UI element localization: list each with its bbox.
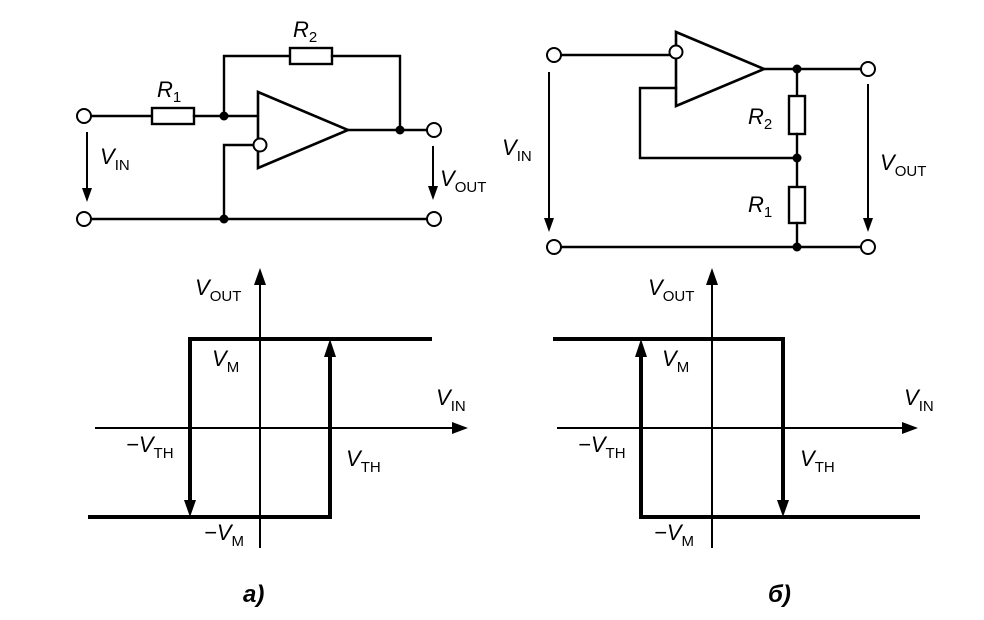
resistor-r2 bbox=[787, 94, 807, 136]
input-terminal bbox=[76, 108, 92, 124]
label-vth: VTH bbox=[346, 446, 381, 476]
label-neg-vth: −VTH bbox=[578, 432, 626, 462]
graph-a: VOUT VIN VM −VM −VTH VTH а) bbox=[88, 268, 468, 608]
circuit-a: R1 R2 VIN VOUT bbox=[76, 17, 486, 227]
junction-dot bbox=[792, 153, 802, 163]
resistor-r1 bbox=[787, 185, 807, 225]
label-vin: VIN bbox=[904, 385, 934, 415]
label-vm: VM bbox=[212, 346, 239, 376]
label-vin: VIN bbox=[502, 135, 532, 165]
arrow-head-icon bbox=[863, 218, 873, 232]
label-vth: VTH bbox=[800, 446, 835, 476]
down-arrow-icon bbox=[777, 500, 789, 517]
inverting-input-icon bbox=[252, 137, 268, 153]
wire bbox=[222, 143, 255, 221]
label-vin: VIN bbox=[100, 144, 130, 174]
y-axis-arrow-icon bbox=[254, 268, 266, 285]
op-amp bbox=[256, 90, 352, 170]
op-amp bbox=[674, 30, 768, 108]
input-terminal bbox=[546, 47, 562, 63]
arrow-head-icon bbox=[82, 188, 92, 202]
ground-terminal bbox=[76, 211, 92, 227]
x-axis-arrow-icon bbox=[902, 422, 918, 434]
ground-terminal bbox=[860, 239, 876, 255]
up-arrow-icon bbox=[324, 339, 336, 357]
label-neg-vm: −VM bbox=[204, 520, 244, 550]
label-r1: R1 bbox=[748, 192, 772, 221]
label-r2: R2 bbox=[748, 104, 772, 133]
label-neg-vm: −VM bbox=[654, 520, 694, 550]
wire bbox=[222, 54, 292, 118]
caption-b: б) bbox=[768, 581, 791, 608]
ground-terminal bbox=[546, 239, 562, 255]
label-vout: VOUT bbox=[195, 275, 241, 305]
label-vin: VIN bbox=[436, 385, 466, 415]
arrow-head-icon bbox=[428, 186, 438, 200]
x-axis-arrow-icon bbox=[452, 422, 468, 434]
wire bbox=[330, 54, 402, 132]
junction-dot bbox=[219, 214, 229, 224]
caption-a: а) bbox=[243, 581, 264, 608]
resistor-r1 bbox=[150, 106, 196, 126]
junction-dot bbox=[395, 125, 405, 135]
y-axis-arrow-icon bbox=[706, 268, 718, 285]
output-terminal bbox=[426, 122, 442, 138]
resistor-r2 bbox=[288, 46, 334, 66]
label-vm: VM bbox=[662, 346, 689, 376]
graph-b: VOUT VIN VM −VM −VTH VTH б) bbox=[553, 268, 934, 608]
ground-terminal bbox=[426, 211, 442, 227]
label-r2: R2 bbox=[293, 17, 317, 46]
output-terminal bbox=[860, 61, 876, 77]
wire bbox=[638, 86, 799, 160]
inverting-input-icon bbox=[668, 44, 684, 60]
label-vout: VOUT bbox=[648, 275, 694, 305]
label-vout: VOUT bbox=[880, 150, 926, 180]
label-neg-vth: −VTH bbox=[126, 432, 174, 462]
up-arrow-icon bbox=[635, 339, 647, 357]
label-r1: R1 bbox=[157, 77, 181, 106]
down-arrow-icon bbox=[184, 500, 196, 517]
circuit-b: R2 R1 VIN VOUT bbox=[502, 30, 926, 255]
label-vout: VOUT bbox=[440, 166, 486, 196]
arrow-head-icon bbox=[544, 218, 554, 232]
